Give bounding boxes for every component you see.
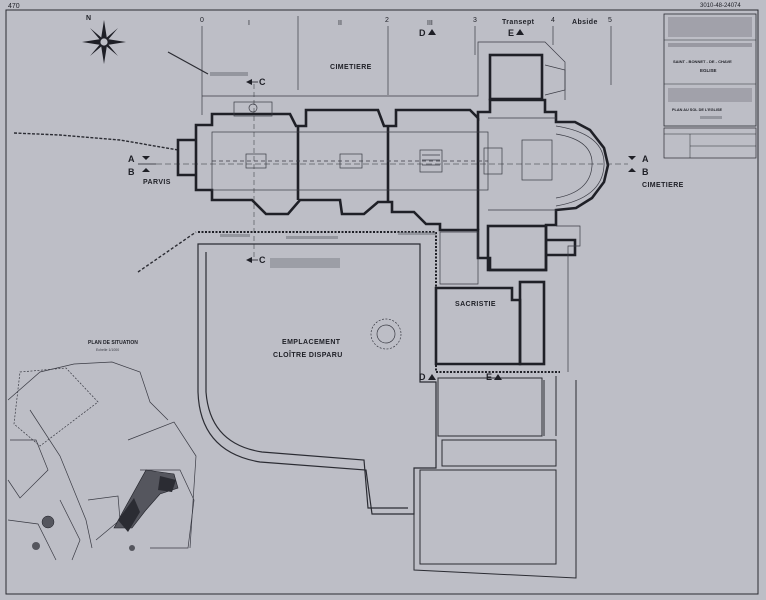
church-plan <box>176 53 610 272</box>
west-path <box>13 132 179 151</box>
bay-number: II <box>338 20 342 27</box>
north-chapel-niche <box>233 101 273 117</box>
reference-code: 3010-48-24074 <box>700 3 741 9</box>
situation-tree-icon <box>32 542 40 550</box>
cloister-dashed-edge <box>198 231 560 373</box>
cimetiere-east-label: CIMETIERE <box>642 182 684 189</box>
arrow-left-icon <box>246 257 252 263</box>
abside-label: Abside <box>572 19 598 26</box>
cloister-well-inner <box>376 324 396 344</box>
arrow-up-icon <box>428 374 436 380</box>
situation-plan: PLAN DE SITUATION Echelle 1/1000 <box>7 340 197 561</box>
cloitre-label-line1: EMPLACEMENT <box>282 339 341 346</box>
section-e-label: E <box>508 28 514 38</box>
arrow-up-icon <box>142 156 150 160</box>
section-marker-c-south: C <box>246 255 266 265</box>
section-marker-d-south: D <box>419 372 436 382</box>
porch-wall <box>176 138 196 177</box>
parvis-label: PARVIS <box>143 179 171 186</box>
sheet-border <box>5 9 759 595</box>
section-d-label: D <box>419 28 426 38</box>
arrow-left-icon <box>246 79 252 85</box>
arrow-down-icon <box>142 168 150 172</box>
east-cemetery-wall <box>556 225 581 372</box>
nave-details <box>245 147 503 175</box>
south-path <box>137 231 197 273</box>
section-c-label: C <box>259 255 266 265</box>
section-a-label: A <box>128 154 135 164</box>
bay-numbers: 0 I II 2 III 3 4 5 Transept Abside <box>200 17 612 27</box>
section-marker-e-north: E <box>508 28 524 38</box>
plan-situation-scale: Echelle 1/1000 <box>96 348 119 352</box>
north-tower <box>488 53 544 101</box>
bay-number: I <box>248 20 250 27</box>
sacristy: SACRISTIE <box>434 231 546 366</box>
bay-number: 5 <box>608 17 612 24</box>
section-d-label: D <box>419 372 426 382</box>
south-annex <box>486 224 548 272</box>
section-e-label: E <box>486 372 492 382</box>
section-c-label: C <box>259 77 266 87</box>
cloister-well-outer <box>370 318 402 350</box>
apse-ring-outer <box>555 125 605 207</box>
bay-number: III <box>427 20 433 27</box>
situation-church-footprint <box>113 469 179 532</box>
sacristie-label: SACRISTIE <box>455 301 496 308</box>
situation-tree-icon <box>129 545 135 551</box>
section-b-label: B <box>128 167 135 177</box>
church-outer-wall <box>194 98 610 272</box>
niche-circle <box>248 103 258 113</box>
transept-label: Transept <box>502 19 535 26</box>
cimetiere-north-label: CIMETIERE <box>330 64 372 71</box>
cemetery-wall-diagonal <box>167 51 209 75</box>
small-annotations <box>210 72 436 268</box>
revision-table <box>663 127 757 159</box>
bay-number: 0 <box>200 17 204 24</box>
cloister-wall <box>197 243 437 515</box>
section-marker-e-south: E <box>486 372 502 382</box>
arrow-up-icon <box>494 374 502 380</box>
bay-number: 4 <box>551 17 555 24</box>
plan-situation-label: PLAN DE SITUATION <box>88 340 138 346</box>
cloitre-label-line2: CLOÎTRE DISPARU <box>273 350 343 359</box>
tower-buttress <box>544 64 566 96</box>
arrow-up-icon <box>428 29 436 35</box>
arrow-down-icon <box>628 168 636 172</box>
section-b-label: B <box>642 167 649 177</box>
arrow-up-icon <box>516 29 524 35</box>
section-marker-ab-west: A B <box>128 154 156 177</box>
title-block: SAINT - BONNET - DE - CHAVE EGLISE PLAN … <box>663 13 757 127</box>
south-buttress <box>546 238 577 257</box>
bay-number: 3 <box>473 17 477 24</box>
north-label: N <box>86 15 91 22</box>
title-building: EGLISE <box>700 68 717 73</box>
bay-number: 2 <box>385 17 389 24</box>
section-a-label: A <box>642 154 649 164</box>
compass-rose-icon <box>82 20 126 64</box>
section-marker-ab-east: A B <box>628 154 649 177</box>
sacristy-annex <box>518 280 546 366</box>
south-outbuildings <box>413 376 577 579</box>
apse-ring-inner <box>555 133 593 199</box>
choir-altar <box>521 139 553 181</box>
section-marker-c-north: C <box>246 77 266 87</box>
title-commune: SAINT - BONNET - DE - CHAVE <box>673 59 732 64</box>
section-marker-d-north: D <box>419 28 436 38</box>
title-plan-type: PLAN AU SOL DE L'EGLISE <box>672 108 723 112</box>
corner-number: 470 <box>8 3 20 10</box>
corridor <box>439 231 479 285</box>
arrow-up-icon <box>628 156 636 160</box>
cloister-wall-inner <box>205 252 408 509</box>
cemetery-wall-north <box>202 41 566 100</box>
situation-tree-icon <box>41 515 55 529</box>
